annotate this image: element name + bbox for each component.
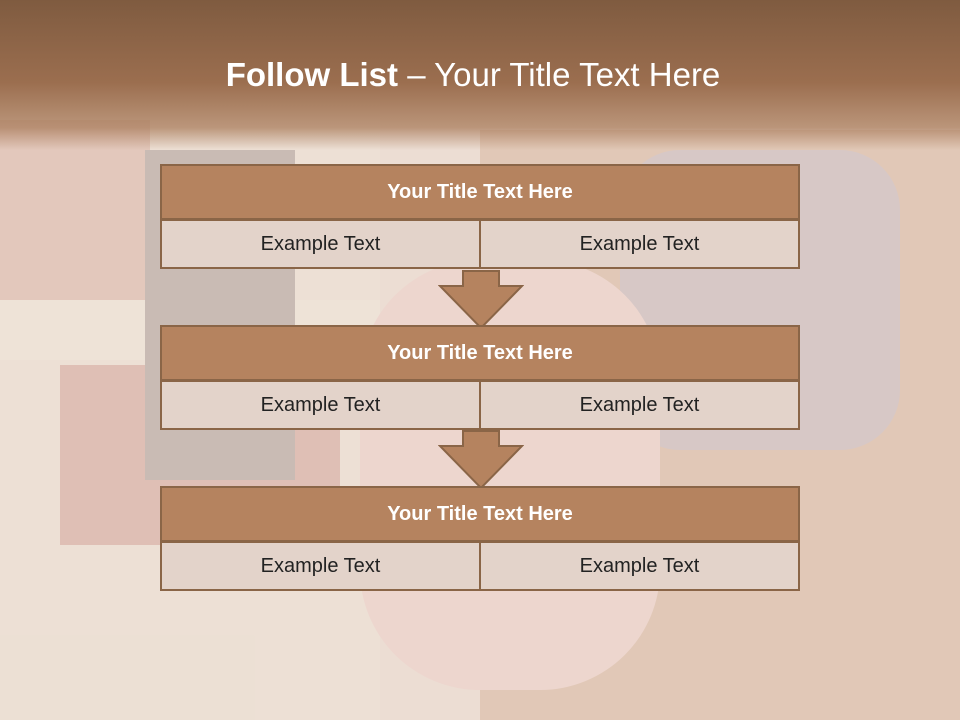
step-cell-left: Example Text	[160, 541, 481, 591]
step-cell-left: Example Text	[160, 219, 481, 269]
step-cell-right: Example Text	[481, 541, 800, 591]
step-title: Your Title Text Here	[160, 486, 800, 542]
step-row: Example Text Example Text	[160, 219, 800, 269]
step-row: Example Text Example Text	[160, 541, 800, 591]
step-row: Example Text Example Text	[160, 380, 800, 430]
slide-title: Follow List – Your Title Text Here	[0, 56, 946, 94]
step-title: Your Title Text Here	[160, 164, 800, 220]
step-block-1: Your Title Text Here Example Text Exampl…	[160, 164, 800, 269]
step-block-2: Your Title Text Here Example Text Exampl…	[160, 325, 800, 430]
step-title: Your Title Text Here	[160, 325, 800, 381]
step-cell-right: Example Text	[481, 219, 800, 269]
step-block-3: Your Title Text Here Example Text Exampl…	[160, 486, 800, 591]
slide-title-rest: – Your Title Text Here	[398, 56, 721, 93]
down-arrow-icon	[438, 270, 524, 330]
slide-title-bold: Follow List	[225, 56, 399, 93]
step-cell-left: Example Text	[160, 380, 481, 430]
down-arrow-icon	[438, 430, 524, 490]
title-bar: Follow List – Your Title Text Here	[0, 0, 960, 150]
step-cell-right: Example Text	[481, 380, 800, 430]
